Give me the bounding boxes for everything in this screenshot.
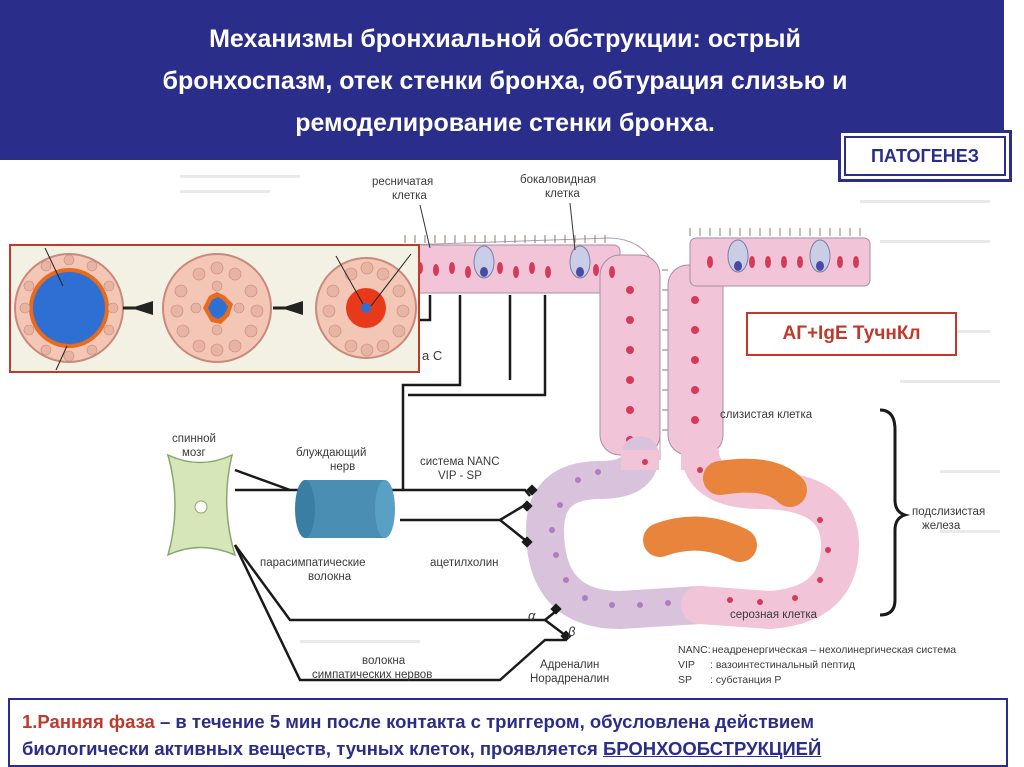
vagus-nerve-cylinder — [295, 480, 395, 538]
legend-abbr-vip: VIP — [678, 659, 695, 671]
label-serous-cell: серозная клетка — [730, 609, 818, 621]
label-vagus-2: нерв — [330, 461, 355, 473]
cross-section-normal — [14, 253, 124, 363]
label-sympathetic-2: симпатических нервов — [312, 669, 432, 681]
submucosal-gland — [525, 408, 911, 630]
legend-abbr-sp: SP — [678, 674, 692, 686]
footer-text-1: – в течение 5 мин после контакта с тригг… — [154, 711, 815, 732]
nerve-endings — [521, 484, 572, 642]
legend-text-nanc: неадренергическая – нехолинергическая си… — [712, 644, 956, 656]
title-line-3: ремоделирование стенки бронха. — [295, 109, 715, 137]
header-banner: Механизмы бронхиальной обструкции: остры… — [0, 0, 1004, 160]
arrow-icon — [131, 301, 153, 315]
diagram-labels: ресничатая клетка бокаловидная клетка а … — [172, 174, 985, 685]
label-nanc-1: система NANC — [420, 456, 500, 468]
label-adrenaline-1: Адреналин — [540, 659, 599, 671]
ag-ige-mast-cell-box: АГ+IgE ТучнКл — [746, 312, 957, 356]
footer-line-1: 1.Ранняя фаза – в течение 5 мин после ко… — [22, 708, 994, 735]
legend-text-sp: : субстанция Р — [710, 674, 781, 686]
footer-line-2: биологически активных веществ, тучных кл… — [22, 735, 994, 762]
label-submucosal-gland-1: подслизистая — [912, 506, 985, 518]
spinal-cord — [166, 453, 237, 557]
title-line-1: Механизмы бронхиальной обструкции: остры… — [209, 25, 801, 53]
label-spinal-cord-1: спинной — [172, 433, 216, 445]
pathogenesis-label: ПАТОГЕНЕЗ — [844, 136, 1006, 176]
title-line-2: бронхоспазм, отек стенки бронха, обтурац… — [162, 67, 848, 95]
label-adrenaline-2: Норадреналин — [530, 673, 609, 685]
label-ciliated-cell-1: ресничатая — [372, 176, 433, 188]
label-goblet-cell-1: бокаловидная — [520, 174, 596, 186]
page-title: Механизмы бронхиальной обструкции: остры… — [40, 18, 970, 144]
bronchoobstruction-emphasis: БРОНХООБСТРУКЦИЕЙ — [602, 738, 822, 759]
bronchus-cross-sections-inset — [9, 244, 420, 373]
label-fragment-c: а С — [422, 348, 442, 363]
abbreviation-legend: NANC: неадренергическая – нехолинергичес… — [678, 644, 956, 686]
legend-abbr-nanc: NANC: — [678, 644, 711, 656]
early-phase-note: 1.Ранняя фаза – в течение 5 мин после ко… — [8, 698, 1008, 767]
epithelium-strip — [404, 228, 871, 460]
label-sympathetic-1: волокна — [362, 655, 406, 667]
phase-label: 1.Ранняя фаза — [22, 711, 155, 732]
label-vagus-1: блуждающий — [296, 447, 366, 459]
footer-text-2: биологически активных веществ, тучных кл… — [22, 738, 603, 759]
label-goblet-cell-2: клетка — [545, 188, 580, 200]
label-parasympathetic-1: парасимпатические — [260, 557, 366, 569]
label-submucosal-gland-2: железа — [922, 520, 961, 532]
label-spinal-cord-2: мозг — [182, 447, 206, 459]
label-alpha: α — [528, 608, 536, 623]
label-parasympathetic-2: волокна — [308, 571, 352, 583]
cross-sections-svg — [14, 247, 417, 371]
cross-section-obstruction — [315, 253, 417, 359]
label-mucous-cell: слизистая клетка — [720, 409, 813, 421]
label-nanc-2: VIP - SP — [438, 470, 482, 482]
label-acetylcholine: ацетилхолин — [430, 557, 499, 569]
arrow-icon — [281, 301, 303, 315]
cross-section-spasm — [162, 253, 272, 363]
pathogenesis-badge: ПАТОГЕНЕЗ — [838, 130, 1012, 182]
label-beta: β — [567, 624, 576, 639]
label-ciliated-cell-2: клетка — [392, 190, 427, 202]
legend-text-vip: : вазоинтестинальный пептид — [710, 659, 855, 671]
